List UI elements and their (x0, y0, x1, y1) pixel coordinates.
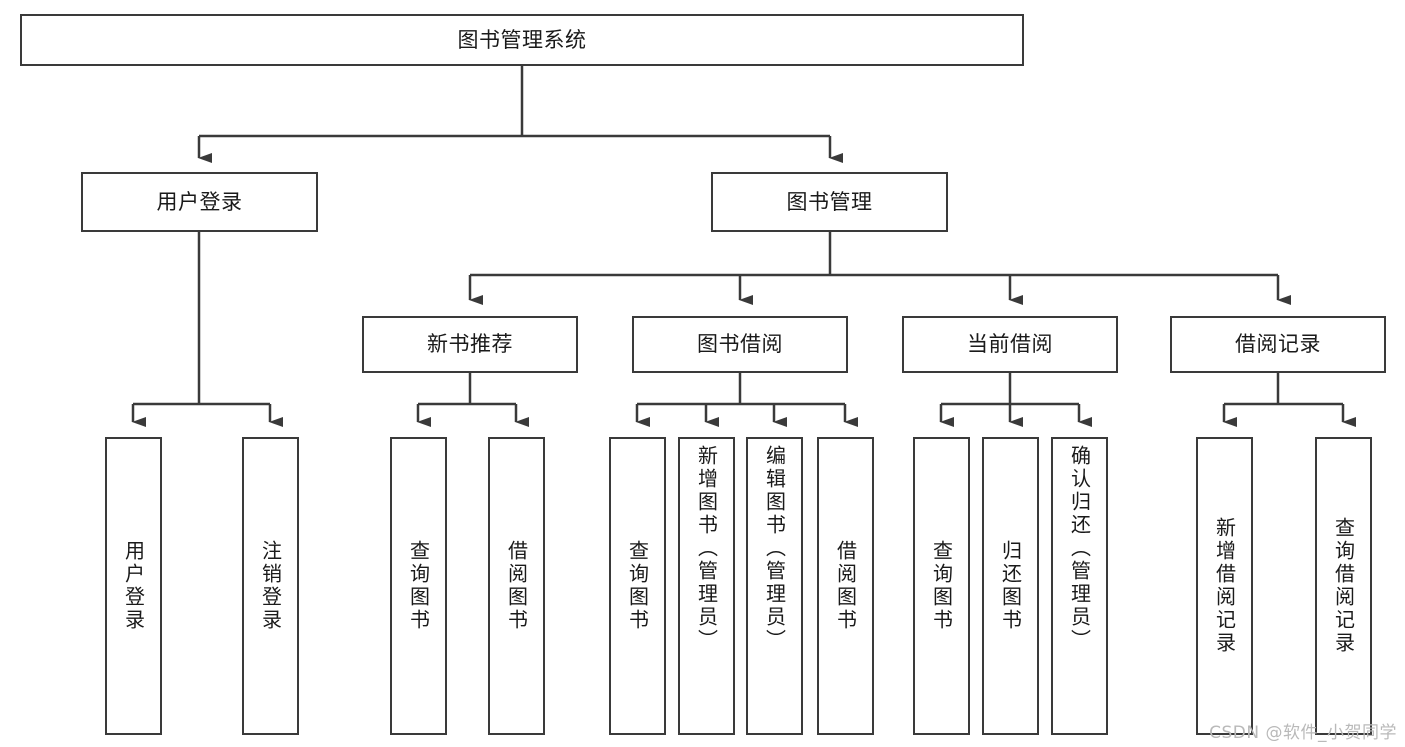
node-leaf-borrow-book-2[interactable]: 借阅图书 (817, 437, 874, 735)
node-leaf-query-book-1-label: 查询图书 (406, 540, 431, 632)
node-leaf-confirm-return[interactable]: 确认归还（管理员） (1051, 437, 1108, 735)
node-new-book-recommend[interactable]: 新书推荐 (362, 316, 578, 373)
node-leaf-borrow-book-1[interactable]: 借阅图书 (488, 437, 545, 735)
node-leaf-add-record-label: 新增借阅记录 (1212, 517, 1237, 655)
node-leaf-logout-login-label: 注销登录 (258, 540, 283, 632)
node-root-book-management-system[interactable]: 图书管理系统 (20, 14, 1024, 66)
node-leaf-query-record-label: 查询借阅记录 (1331, 517, 1356, 655)
node-leaf-borrow-book-2-label: 借阅图书 (833, 540, 858, 632)
node-leaf-add-record[interactable]: 新增借阅记录 (1196, 437, 1253, 735)
node-book-management-label: 图书管理 (786, 189, 873, 214)
node-leaf-add-book-label: 新增图书（管理员） (694, 445, 719, 652)
node-leaf-edit-book-label: 编辑图书（管理员） (762, 445, 787, 652)
node-leaf-query-book-3[interactable]: 查询图书 (913, 437, 970, 735)
node-leaf-confirm-return-label: 确认归还（管理员） (1067, 445, 1092, 652)
node-leaf-edit-book[interactable]: 编辑图书（管理员） (746, 437, 803, 735)
node-leaf-user-login-label: 用户登录 (121, 540, 146, 632)
node-current-borrow-label: 当前借阅 (967, 332, 1053, 357)
node-current-borrow[interactable]: 当前借阅 (902, 316, 1118, 373)
node-leaf-query-record[interactable]: 查询借阅记录 (1315, 437, 1372, 735)
node-book-borrow[interactable]: 图书借阅 (632, 316, 848, 373)
node-root-label: 图书管理系统 (457, 27, 587, 52)
node-book-borrow-label: 图书借阅 (697, 332, 783, 357)
node-leaf-borrow-book-1-label: 借阅图书 (504, 540, 529, 632)
node-user-login[interactable]: 用户登录 (81, 172, 318, 232)
node-leaf-query-book-1[interactable]: 查询图书 (390, 437, 447, 735)
node-leaf-return-book-label: 归还图书 (998, 540, 1023, 632)
node-leaf-add-book[interactable]: 新增图书（管理员） (678, 437, 735, 735)
node-leaf-query-book-2[interactable]: 查询图书 (609, 437, 666, 735)
node-borrow-record-label: 借阅记录 (1235, 332, 1321, 357)
node-new-book-recommend-label: 新书推荐 (427, 332, 513, 357)
node-user-login-label: 用户登录 (156, 189, 243, 214)
node-leaf-query-book-2-label: 查询图书 (625, 540, 650, 632)
node-book-management[interactable]: 图书管理 (711, 172, 948, 232)
node-leaf-return-book[interactable]: 归还图书 (982, 437, 1039, 735)
node-leaf-user-login[interactable]: 用户登录 (105, 437, 162, 735)
node-leaf-query-book-3-label: 查询图书 (929, 540, 954, 632)
node-leaf-logout-login[interactable]: 注销登录 (242, 437, 299, 735)
csdn-watermark: CSDN @软件_小贺同学 (1209, 723, 1397, 743)
node-borrow-record[interactable]: 借阅记录 (1170, 316, 1386, 373)
